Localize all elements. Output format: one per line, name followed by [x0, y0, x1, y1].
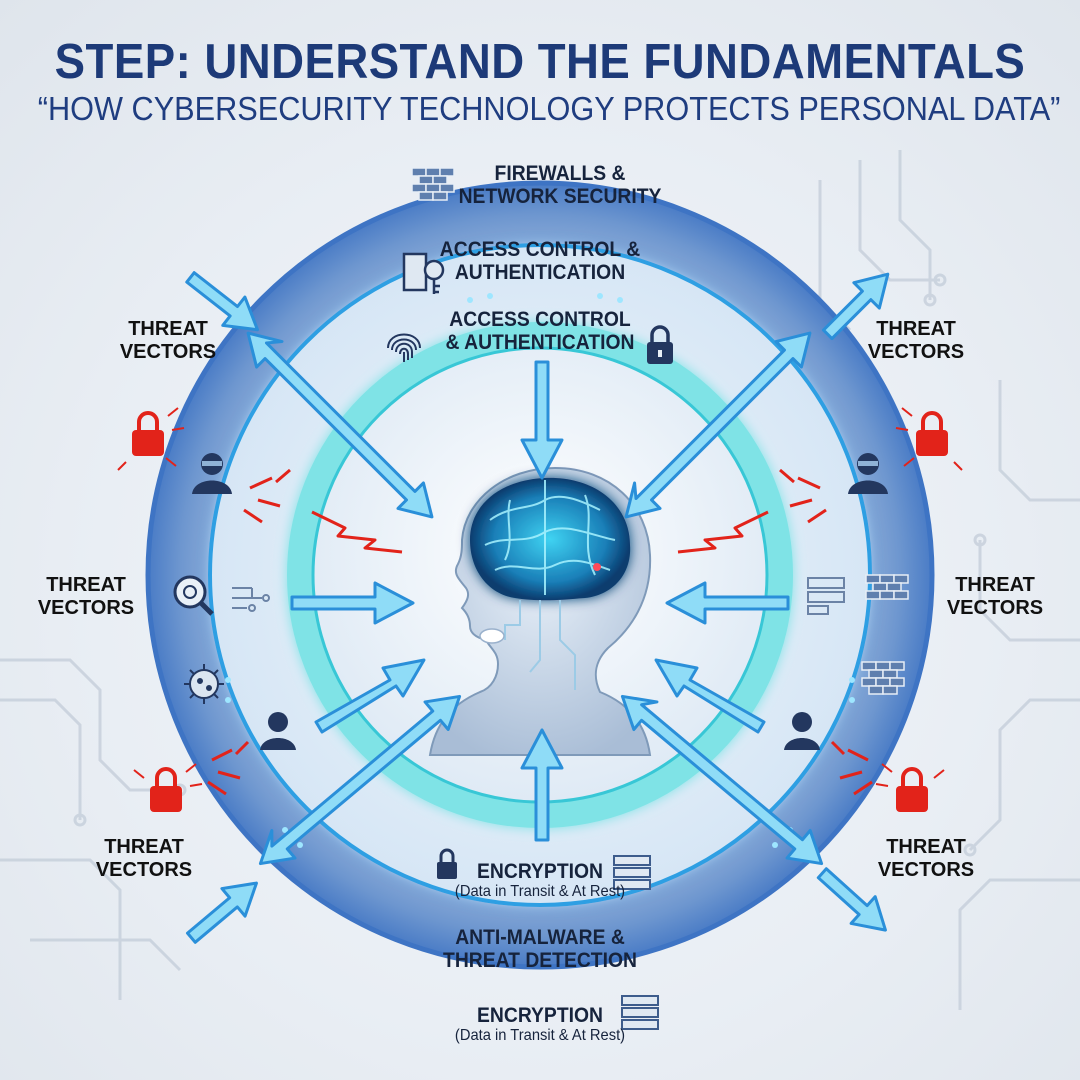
arrow-right — [665, 581, 790, 625]
padlock-icon — [437, 325, 673, 879]
threat-vectors-bottom-left: THREAT VECTORS — [95, 836, 193, 881]
arrow-top — [520, 360, 564, 480]
arrow-diag-top-right — [624, 331, 812, 519]
inward-arrows — [290, 360, 790, 842]
firewall-icon — [411, 167, 909, 695]
virus-icon — [184, 664, 224, 704]
threat-vectors-bottom-right: THREAT VECTORS — [877, 836, 975, 881]
page-title: STEP: UNDERSTAND THE FUNDAMENTALS — [54, 35, 1026, 89]
threat-vectors-mid-left: THREAT VECTORS — [37, 574, 135, 619]
arrow-diag-bottom-left — [258, 694, 462, 866]
circuit-icon — [232, 577, 845, 615]
label-firewalls: FIREWALLS & NETWORK SECURITY — [458, 162, 662, 208]
arrow-outer-bottom-left — [186, 881, 258, 944]
arrow-diag-top-left — [246, 331, 434, 519]
page-subtitle: “HOW CYBERSECURITY TECHNOLOGY PROTECTS P… — [37, 90, 1061, 127]
brain-head-icon — [428, 466, 652, 756]
arrow-bottom — [520, 728, 564, 842]
arrow-lower-left-inner — [314, 658, 426, 734]
hacker-icon — [192, 453, 888, 750]
fingerprint-icon — [387, 333, 421, 362]
arrow-lower-right-inner — [654, 658, 766, 734]
threat-vectors-mid-right: THREAT VECTORS — [946, 574, 1044, 619]
magnifier-virus-icon — [173, 575, 214, 616]
threat-vectors-top-right: THREAT VECTORS — [867, 318, 965, 363]
lightning-icon — [311, 510, 769, 554]
label-access-inner: ACCESS CONTROL & AUTHENTICATION — [445, 308, 635, 354]
label-encryption-inner: ENCRYPTION (Data in Transit & At Rest) — [454, 860, 626, 900]
crossing-arrows — [246, 331, 824, 866]
arrow-diag-bottom-right — [620, 694, 824, 866]
arrow-outer-bottom-right — [816, 867, 887, 932]
outer-threat-arrows — [185, 271, 890, 944]
label-anti-malware: ANTI-MALWARE & THREAT DETECTION — [443, 926, 637, 972]
arrow-left — [290, 581, 415, 625]
threat-vectors-top-left: THREAT VECTORS — [119, 318, 217, 363]
red-lock-icon — [117, 407, 963, 812]
server-icon — [613, 855, 659, 1030]
arrow-outer-top-left — [185, 271, 259, 332]
broken-red-arrows — [207, 468, 873, 796]
door-key-icon — [402, 252, 445, 294]
label-access-outer: ACCESS CONTROL & AUTHENTICATION — [439, 238, 641, 284]
label-encryption-outer: ENCRYPTION (Data in Transit & At Rest) — [454, 1004, 626, 1044]
arrow-outer-top-right — [821, 272, 890, 341]
